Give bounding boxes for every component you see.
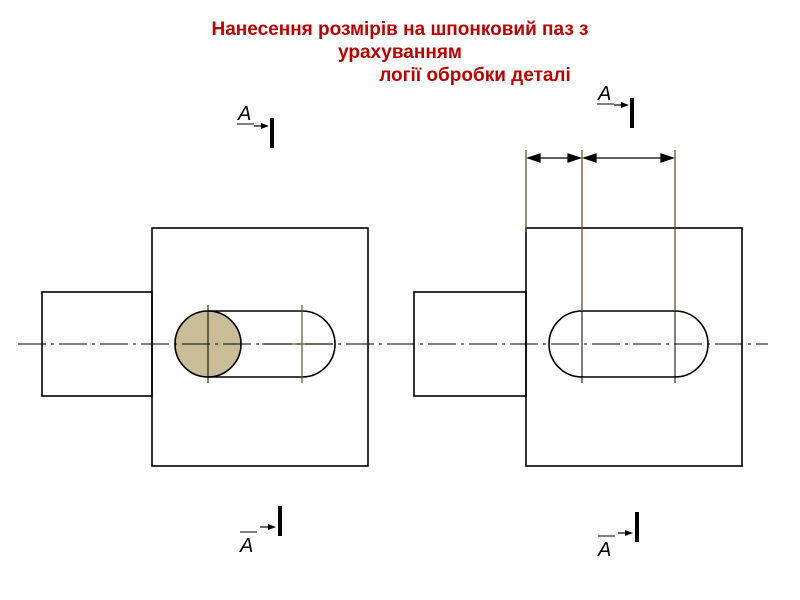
section-mark-left-bottom: A — [239, 506, 282, 557]
section-mark-right-top: A — [597, 83, 634, 128]
title-line-3: логії обробки деталі — [379, 65, 571, 86]
dimension-arrow-1a — [526, 153, 541, 163]
section-mark-left-top: A — [237, 103, 274, 148]
left-view — [41, 227, 369, 467]
dimension-lines — [526, 153, 675, 163]
dimension-arrow-2b — [660, 153, 675, 163]
dimension-arrow-1b — [567, 153, 582, 163]
right-body — [525, 227, 743, 467]
extension-lines — [525, 150, 676, 311]
left-keyway-slot — [208, 310, 336, 378]
slide-title: Нанесення розмірів на шпонковий паз з ур… — [0, 18, 800, 87]
right-view — [413, 227, 743, 467]
title-line-2: урахуванням — [338, 42, 462, 63]
title-line-1: Нанесення розмірів на шпонковий паз з — [211, 19, 589, 40]
section-letter-left-bottom: A — [239, 535, 253, 557]
section-mark-right-bottom: A — [597, 512, 639, 561]
left-body — [151, 227, 369, 467]
section-letter-right-bottom: A — [597, 539, 611, 561]
dimension-arrow-2a — [582, 153, 597, 163]
section-letter-left-top: A — [237, 103, 251, 125]
section-letter-right-top: A — [597, 83, 611, 105]
